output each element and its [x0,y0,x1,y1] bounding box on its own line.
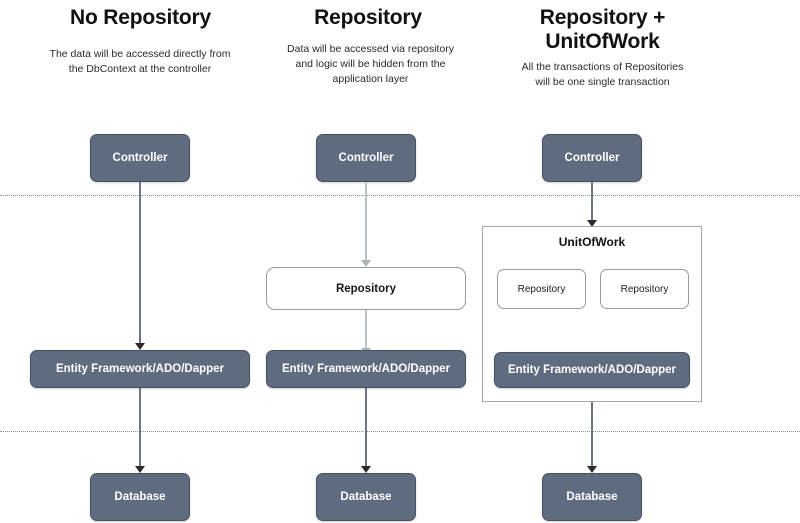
node-database-col2[interactable]: Database [316,473,416,521]
node-controller-col3[interactable]: Controller [542,134,642,182]
divider-presentation-layer [0,195,800,196]
column-title-repository: Repository [314,6,422,29]
node-data-access-col3[interactable]: Entity Framework/ADO/Dapper [494,352,690,388]
node-controller-col2[interactable]: Controller [316,134,416,182]
column-subtitle-no-repository: The data will be accessed directly from … [49,48,231,76]
column-subtitle-repository-unitofwork: All the transactions of Repositories wil… [521,61,684,89]
node-data-access-col1[interactable]: Entity Framework/ADO/Dapper [30,350,250,388]
node-repository-right-col3[interactable]: Repository [600,269,689,309]
divider-data-layer [0,431,800,432]
node-repository-col2[interactable]: Repository [266,267,466,310]
node-data-access-col2[interactable]: Entity Framework/ADO/Dapper [266,350,466,388]
column-title-no-repository: No Repository [70,6,211,29]
node-database-col1[interactable]: Database [90,473,190,521]
column-subtitle-repository: Data will be accessed via repository and… [287,43,454,86]
group-unitofwork-label: UnitOfWork [558,235,626,249]
node-controller-col1[interactable]: Controller [90,134,190,182]
node-database-col3[interactable]: Database [542,473,642,521]
column-title-repository-unitofwork: Repository + UnitOfWork [539,6,666,54]
node-repository-left-col3[interactable]: Repository [497,269,586,309]
